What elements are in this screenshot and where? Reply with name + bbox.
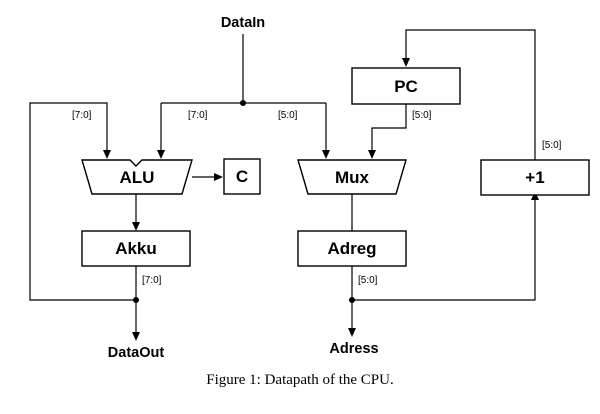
adreg-to-incrementer-wire [352, 200, 536, 301]
pc-to-mux-wire [371, 104, 407, 150]
adreg-out-bus-label: [5:0] [358, 275, 378, 286]
alu-block [81, 159, 193, 195]
pc-block [351, 67, 461, 105]
alu-label: ALU [120, 168, 155, 187]
arrow-adress [348, 328, 356, 337]
arrow-alu-b-input [157, 150, 165, 159]
datain-junction [240, 100, 246, 106]
datain-label: DataIn [221, 15, 265, 31]
arrow-carry [214, 173, 223, 181]
adreg-block [297, 230, 407, 267]
incrementer-block [480, 159, 590, 196]
arrow-mux-pc-input [368, 150, 376, 159]
incrementer-to-pc-bus-label: [5:0] [542, 140, 562, 151]
dataout-label: DataOut [108, 345, 165, 361]
adreg-label: Adreg [327, 239, 376, 258]
akku-block [81, 230, 191, 267]
carry-label: C [236, 167, 248, 186]
pc-to-mux-bus-label: [5:0] [412, 110, 432, 121]
incrementer-to-pc-wire [405, 29, 536, 160]
mux-label: Mux [335, 168, 370, 187]
akku-out-bus-label: [7:0] [142, 275, 162, 286]
akku-out-junction [133, 297, 139, 303]
adress-label: Adress [329, 341, 378, 357]
mux-datain-bus-label: [5:0] [278, 110, 298, 121]
adreg-out-junction [349, 297, 355, 303]
figure-caption: Figure 1: Datapath of the CPU. [206, 372, 394, 388]
mux-block [297, 159, 407, 195]
carry-block [223, 158, 261, 195]
arrow-dataout [132, 332, 140, 341]
pc-label: PC [394, 77, 418, 96]
alu-feedback-bus-label: [7:0] [72, 110, 92, 121]
arrow-pc-input [402, 58, 410, 67]
alu-datain-bus-label: [7:0] [188, 110, 208, 121]
arrow-alu-a-input [103, 150, 111, 159]
arrow-akku-input [132, 222, 140, 231]
akku-feedback-wire [29, 102, 136, 301]
arrow-mux-datain [322, 150, 330, 159]
incrementer-label: +1 [525, 168, 544, 187]
akku-label: Akku [115, 239, 157, 258]
